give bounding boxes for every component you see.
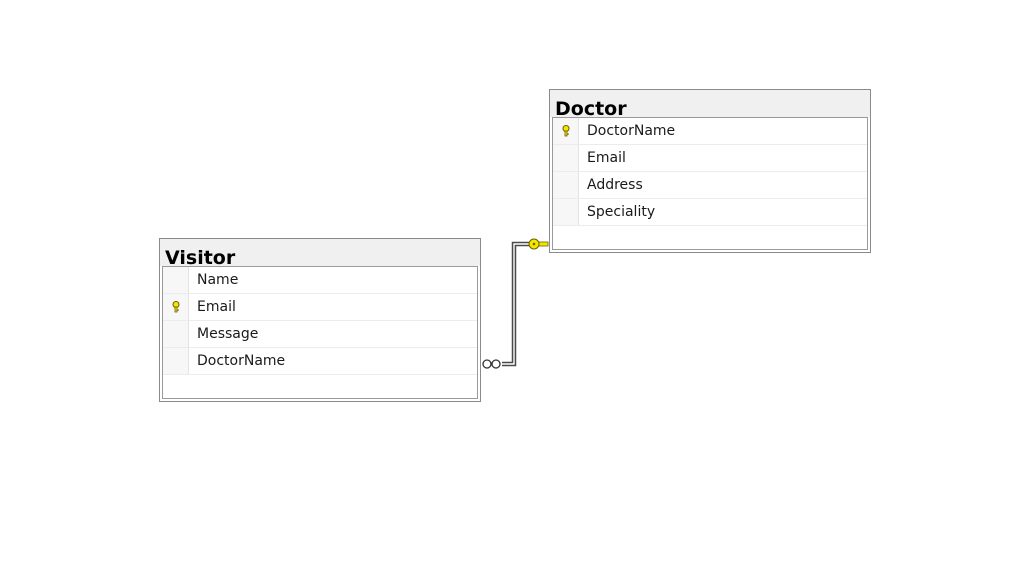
table-title-bar[interactable]: Visitor (160, 239, 480, 269)
key-icon (562, 125, 570, 137)
column-name: Email (197, 299, 236, 315)
column-grid: Name Email Message DoctorName (162, 266, 478, 399)
column-name: DoctorName (587, 123, 676, 139)
column-row[interactable]: Email (553, 145, 867, 172)
relationship-line (502, 241, 531, 367)
column-grid: DoctorName Email Address Speciality (552, 117, 868, 250)
table-title: Visitor (165, 247, 236, 269)
table-visitor[interactable]: Visitor Name Email Message (159, 238, 481, 402)
column-name: Speciality (587, 204, 656, 220)
row-gutter (553, 172, 579, 198)
column-name: Address (587, 177, 643, 193)
new-column-row[interactable] (553, 226, 867, 249)
column-row[interactable]: Email (163, 294, 477, 321)
row-gutter (163, 321, 189, 347)
column-row[interactable]: Address (553, 172, 867, 199)
column-row[interactable]: Name (163, 267, 477, 294)
row-gutter (553, 118, 579, 144)
row-gutter (163, 294, 189, 320)
column-row[interactable]: DoctorName (553, 118, 867, 145)
new-column-row[interactable] (163, 375, 477, 398)
row-gutter (163, 348, 189, 374)
column-row[interactable]: Message (163, 321, 477, 348)
key-icon (528, 238, 549, 250)
column-name: Message (197, 326, 259, 342)
row-gutter (553, 226, 579, 249)
row-gutter (553, 199, 579, 225)
column-row[interactable]: DoctorName (163, 348, 477, 375)
key-icon (172, 301, 180, 313)
table-doctor[interactable]: Doctor DoctorName Email Address (549, 89, 871, 253)
infinity-icon (482, 359, 501, 369)
row-gutter (553, 145, 579, 171)
table-title-bar[interactable]: Doctor (550, 90, 870, 120)
column-name: DoctorName (197, 353, 286, 369)
row-gutter (163, 267, 189, 293)
table-title: Doctor (555, 98, 627, 120)
row-gutter (163, 375, 189, 398)
column-name: Name (197, 272, 239, 288)
column-row[interactable]: Speciality (553, 199, 867, 226)
column-name: Email (587, 150, 626, 166)
